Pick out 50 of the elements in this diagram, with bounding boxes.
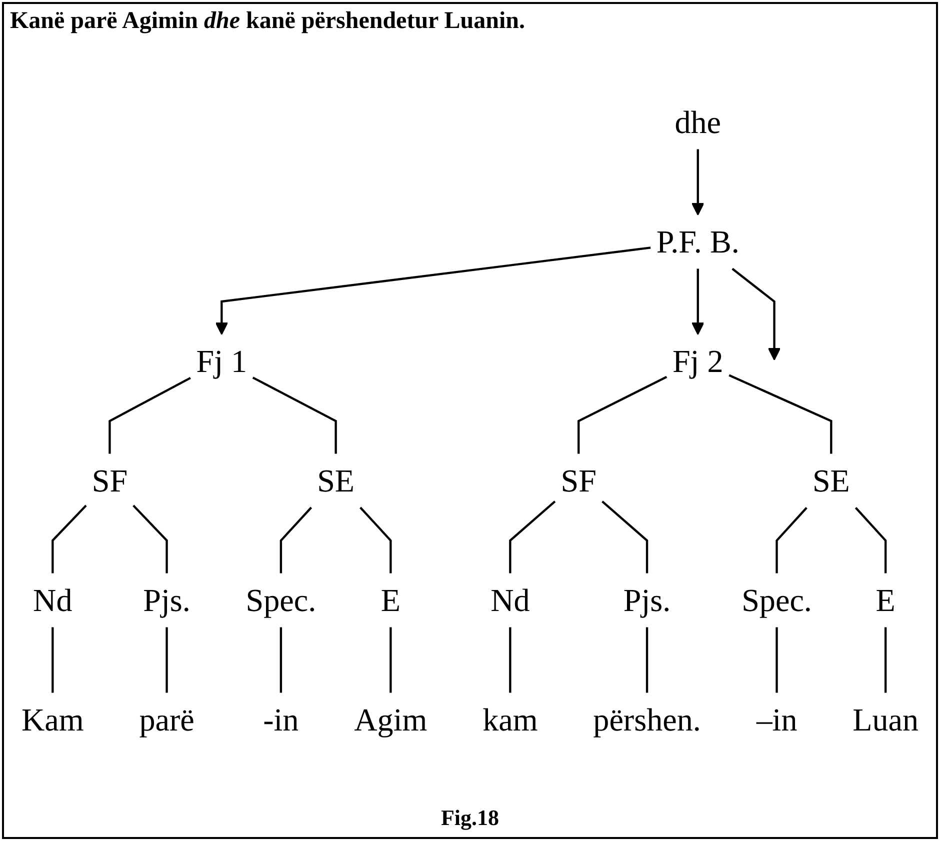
tree-line: [602, 500, 648, 574]
arrow: [732, 268, 781, 360]
node-text: SE: [812, 462, 850, 499]
node-text: përshen.: [593, 702, 701, 738]
tree-line: [509, 627, 512, 693]
node-text: kam: [482, 702, 538, 738]
tree-line: [728, 374, 832, 454]
tree-line: [108, 376, 191, 454]
node-text: -in: [263, 702, 299, 738]
tree-line: [390, 627, 392, 693]
node-text: Nd: [490, 582, 530, 618]
node-text: –in: [756, 702, 798, 738]
tree-line: [646, 627, 648, 693]
arrow: [691, 268, 704, 335]
tree-line: [509, 500, 556, 574]
tree-line: [776, 627, 778, 693]
arrow: [691, 149, 704, 216]
arrow: [215, 246, 651, 335]
tree-line: [884, 627, 887, 693]
diagram-title: Kanë parë Agimin dhe kanë përshendetur Luanin.: [9, 7, 526, 36]
tree-line: [132, 504, 168, 574]
tree-line: [776, 506, 808, 574]
tree-line: [52, 627, 54, 693]
node-text: Spec.: [246, 582, 316, 618]
node-text: dhe: [674, 104, 722, 140]
node-text: SF: [560, 462, 596, 499]
node-text: Agim: [354, 702, 428, 738]
node-text: Spec.: [742, 582, 812, 618]
node-text: Kam: [21, 702, 84, 738]
tree-line: [360, 506, 392, 574]
tree-line: [280, 506, 312, 574]
tree-line: [280, 627, 282, 693]
node-text: Fj 2: [672, 343, 724, 380]
node-text: P.F. B.: [656, 224, 740, 260]
node-text: Pjs.: [143, 582, 190, 618]
tree-line: [252, 376, 337, 454]
node-text: Fj 1: [196, 343, 248, 380]
tree-line: [166, 627, 168, 693]
node-text: Nd: [33, 582, 72, 618]
node-text: E: [876, 582, 896, 618]
node-text: parë: [139, 702, 194, 738]
figure-caption: Fig.18: [440, 804, 500, 832]
node-text: SE: [317, 462, 355, 499]
tree-line: [52, 504, 87, 574]
node-text: Luan: [852, 702, 919, 738]
node-text: SF: [92, 462, 128, 499]
node-text: Pjs.: [623, 582, 671, 618]
tree-line: [854, 506, 887, 574]
tree-line: [578, 376, 668, 454]
node-text: E: [380, 582, 400, 618]
